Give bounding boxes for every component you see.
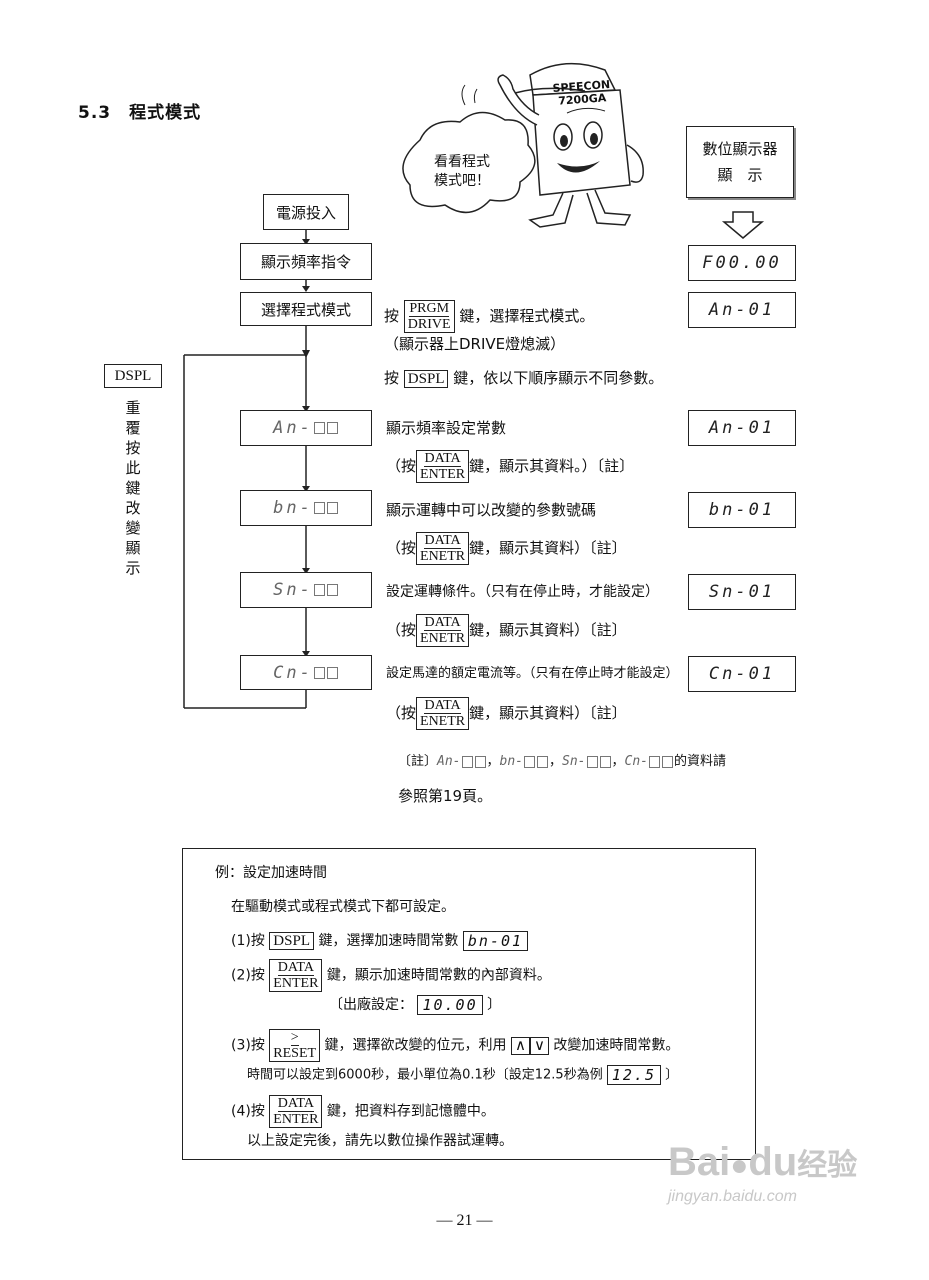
display-bn: bn-01 [688,492,796,528]
sn-label: Sn- [273,580,313,600]
example-factory-setting: 〔出廠設定： 10.00 〕 [329,995,502,1015]
display-sn: Sn-01 [688,574,796,610]
desc-prog-note: （顯示器上DRIVE燈熄滅） [384,335,566,353]
watermark-brand: Bai [668,1140,731,1184]
loop-char: 重 [125,399,141,417]
desc-prog-post: 鍵，選擇程式模式。 [459,307,595,325]
footnote-line1: 〔註〕An-，bn-，Sn-，Cn-的資料請 [398,754,727,769]
flow-show-frequency: 顯示頻率指令 [240,243,372,280]
desc-bn-1: 顯示運轉中可以改變的參數號碼 [386,501,597,519]
watermark-url: jingyan.baidu.com [668,1188,797,1205]
flow-an-param: An- [240,410,372,446]
display-cn: Cn-01 [688,656,796,692]
example-intro: 在驅動模式或程式模式下都可設定。 [231,899,455,915]
display-freq: F00.00 [688,245,796,281]
flow-bn-param: bn- [240,490,372,526]
shift-reset-key: >RESET [269,1029,321,1062]
watermark-brand2: du [748,1140,798,1184]
display-an-value: An-01 [708,418,776,438]
dspl-key: DSPL [269,932,314,950]
dspl-key: DSPL [403,369,449,388]
display-prog: An-01 [688,292,796,328]
flow-sn-param: Sn- [240,572,372,608]
desc-dspl: 按 DSPL 鍵，依以下順序顯示不同參數。 [384,369,664,388]
desc-an-1: 顯示頻率設定常數 [386,419,507,437]
loop-char: 變 [125,519,141,537]
display-column-header: 數位顯示器 顯 示 [686,126,794,198]
example-step1: (1)按 DSPL 鍵，選擇加速時間常數 bn-01 [231,931,529,951]
display-header-line2: 顯 示 [717,166,763,184]
dspl-loop-key: DSPL [104,364,162,388]
display-an: An-01 [688,410,796,446]
watermark-cn: 经验 [797,1149,858,1182]
footnote-line2: 參照第19頁。 [398,787,493,805]
bubble-line2: 模式吧！ [434,173,490,189]
example-step3: (3)按 >RESET 鍵，選擇欲改變的位元，利用 ∧∨ 改變加速時間常數。 [231,1029,680,1062]
step1-display: bn-01 [462,931,529,951]
desc-cn-1: 設定馬達的額定電流等。（只有在停止時才能設定） [386,666,679,681]
down-key: ∨ [529,1036,549,1055]
loop-vertical-label: 重 覆 按 此 鍵 改 變 顯 示 [124,398,142,578]
an-label: An- [273,418,313,438]
mascot-illustration [461,62,644,228]
speech-bubble: 看看程式 模式吧！ [434,153,490,191]
loop-char: 此 [125,459,141,477]
factory-display: 10.00 [417,995,483,1015]
display-sn-value: Sn-01 [708,582,776,602]
display-cn-value: Cn-01 [708,664,776,684]
up-key: ∧ [510,1036,530,1055]
loop-char: 按 [125,439,141,457]
time-display: 12.5 [606,1065,661,1085]
example-final: 以上設定完後，請先以數位操作器試運轉。 [247,1133,513,1149]
loop-char: 鍵 [125,479,141,497]
loop-char: 顯 [125,539,141,557]
example-box: 例：設定加速時間 在驅動模式或程式模式下都可設定。 (1)按 DSPL 鍵，選擇… [182,848,756,1160]
example-time-note: 時間可以設定到6000秒，最小單位為0.1秒〔設定12.5秒為例 12.5 〕 [247,1065,679,1085]
loop-char: 覆 [125,419,141,437]
flow-select-program: 選擇程式模式 [240,292,372,326]
loop-char: 示 [125,559,141,577]
flow-cn-param: Cn- [240,655,372,690]
bn-label: bn- [273,498,313,518]
desc-prog-pre: 按 [384,307,400,325]
display-freq-value: F00.00 [702,253,782,273]
display-bn-value: bn-01 [708,500,776,520]
display-prog-value: An-01 [708,300,776,320]
loop-char: 改 [125,499,141,517]
example-title: 例：設定加速時間 [215,865,327,881]
bubble-line1: 看看程式 [434,154,490,170]
baidu-watermark: Bai●du经验 jingyan.baidu.com [668,1140,868,1206]
paw-icon: ● [730,1149,749,1182]
page-number: — 21 — [436,1212,493,1229]
cn-label: Cn- [273,662,313,683]
flow-power-on: 電源投入 [263,194,349,230]
section-heading: 5.3 程式模式 [78,103,202,123]
display-header-line1: 數位顯示器 [702,140,778,158]
desc-sn-1: 設定運轉條件。（只有在停止時，才能設定） [386,584,659,600]
